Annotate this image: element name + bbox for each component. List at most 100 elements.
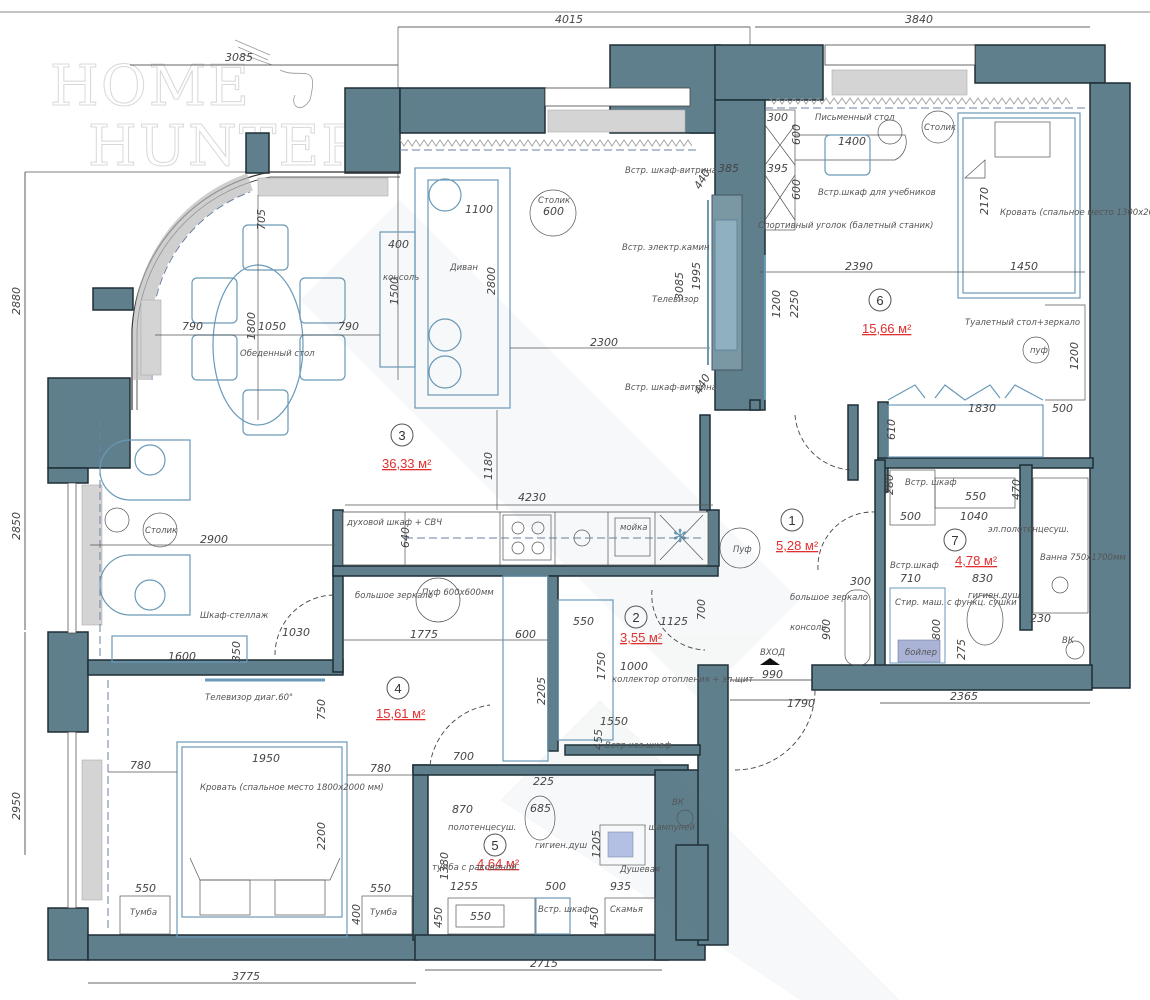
svg-text:450: 450 <box>432 907 445 928</box>
svg-text:15,66 м²: 15,66 м² <box>862 321 912 336</box>
svg-text:Встр. шкаф-витрина: Встр. шкаф-витрина <box>625 166 717 176</box>
svg-text:коллектор отопления + эл.щит: коллектор отопления + эл.щит <box>612 675 754 685</box>
svg-text:бойлер: бойлер <box>905 648 937 658</box>
svg-text:ВК: ВК <box>1062 636 1075 646</box>
svg-text:500: 500 <box>545 880 566 893</box>
coffee-table <box>529 189 577 237</box>
shelf-cabinet <box>111 635 248 663</box>
svg-text:Душевая: Душевая <box>619 865 660 875</box>
svg-text:550: 550 <box>965 490 986 503</box>
svg-text:1450: 1450 <box>1010 260 1038 273</box>
nightstand-right <box>361 895 413 935</box>
svg-text:790: 790 <box>182 320 203 333</box>
svg-text:900: 900 <box>820 619 833 640</box>
svg-text:Столик: Столик <box>924 123 957 133</box>
svg-text:1000: 1000 <box>620 660 648 673</box>
room-2-storage: 550 1750 2 3,55 м² 1125 700 1000 коллект… <box>557 589 754 751</box>
svg-text:Встр.шкаф для учебников: Встр.шкаф для учебников <box>818 188 936 198</box>
svg-text:5,28 м²: 5,28 м² <box>776 538 819 553</box>
svg-text:5: 5 <box>491 838 498 853</box>
windows <box>67 44 1085 930</box>
svg-text:Пуф 600x600мм: Пуф 600x600мм <box>422 588 494 598</box>
svg-text:Встр.хоз.шкаф: Встр.хоз.шкаф <box>605 741 671 751</box>
svg-text:400: 400 <box>388 238 409 251</box>
svg-text:780: 780 <box>370 762 391 775</box>
svg-text:Диван: Диван <box>449 263 478 273</box>
nightstand-left <box>119 895 171 935</box>
svg-text:Стир. маш. с функц. сушки: Стир. маш. с функц. сушки <box>895 598 1017 608</box>
svg-text:2390: 2390 <box>845 260 873 273</box>
wardrobe-4 <box>502 575 549 762</box>
svg-text:300: 300 <box>767 111 788 124</box>
svg-text:1400: 1400 <box>838 135 866 148</box>
svg-text:Телевизор диаг.60": Телевизор диаг.60" <box>205 693 293 703</box>
chair <box>191 334 238 381</box>
svg-text:935: 935 <box>610 880 631 893</box>
svg-text:4230: 4230 <box>518 491 546 504</box>
svg-text:Столик: Столик <box>145 526 178 536</box>
room-5-bathroom: 225 685 гигиен.душ 870 полотенцесуш. 138… <box>432 775 695 935</box>
svg-text:ВХОД: ВХОД <box>760 648 785 658</box>
svg-text:700: 700 <box>695 599 708 620</box>
svg-text:790: 790 <box>338 320 359 333</box>
svg-text:Туалетный стол+зеркало: Туалетный стол+зеркало <box>965 318 1080 328</box>
bathtub <box>1032 477 1089 614</box>
svg-text:Столик: Столик <box>538 196 571 206</box>
svg-text:Встр. шкаф: Встр. шкаф <box>538 905 590 915</box>
svg-text:800: 800 <box>930 619 943 640</box>
svg-text:2205: 2205 <box>535 677 548 705</box>
svg-text:395: 395 <box>767 162 788 175</box>
svg-text:1: 1 <box>788 513 795 528</box>
bottom-dimensions: 3775 2715 2365 990 1790 <box>88 668 1090 984</box>
svg-text:600: 600 <box>543 205 564 218</box>
sink <box>614 517 651 557</box>
svg-text:большое зеркало: большое зеркало <box>355 591 433 601</box>
bed-6 <box>957 112 1081 299</box>
svg-text:Письменный стол: Письменный стол <box>815 113 895 123</box>
svg-text:полотенцесуш.: полотенцесуш. <box>448 823 516 833</box>
svg-text:2300: 2300 <box>590 336 618 349</box>
walls <box>47 44 1131 961</box>
svg-text:705: 705 <box>255 209 268 230</box>
svg-text:1550: 1550 <box>600 715 628 728</box>
svg-text:Кровать (спальное место 1300x2: Кровать (спальное место 1300x2000 мм) <box>1000 208 1150 218</box>
svg-text:гигиен.душ: гигиен.душ <box>968 591 1020 601</box>
chair <box>242 389 289 436</box>
svg-text:550: 550 <box>370 882 391 895</box>
svg-text:HUNTER: HUNTER <box>88 114 365 179</box>
pouf-4 <box>415 577 461 623</box>
svg-text:Спортивный уголок (балетный ст: Спортивный уголок (балетный станик) <box>758 221 933 231</box>
sink-5 <box>455 904 505 928</box>
room-6-bedroom: 300 600 395 600 Письменный стол 1400 Сто… <box>758 109 1150 471</box>
svg-text:консоль: консоль <box>790 623 826 633</box>
bath-sink <box>934 477 1016 509</box>
svg-text:2365: 2365 <box>950 690 978 703</box>
svg-text:1255: 1255 <box>450 880 478 893</box>
toilet <box>966 594 1004 646</box>
room-7-bathroom: 280 Встр. шкаф 550 470 500 1040 эл.полот… <box>883 469 1126 664</box>
toilet-5 <box>524 795 556 841</box>
svg-text:455: 455 <box>592 729 605 750</box>
svg-text:полки для шампуней: полки для шампуней <box>600 823 695 833</box>
svg-text:2250: 2250 <box>788 290 801 318</box>
svg-text:1050: 1050 <box>258 320 286 333</box>
svg-text:4: 4 <box>394 681 401 696</box>
desk-chair <box>824 134 871 176</box>
sofa <box>414 167 511 409</box>
svg-text:Скамья: Скамья <box>610 905 643 915</box>
svg-text:гигиен.душ: гигиен.душ <box>535 841 587 851</box>
svg-text:эл.полотенцесуш.: эл.полотенцесуш. <box>988 525 1069 535</box>
svg-text:470: 470 <box>1010 479 1023 500</box>
svg-text:пуф: пуф <box>1030 346 1048 356</box>
svg-text:750: 750 <box>315 699 328 720</box>
svg-text:350: 350 <box>230 641 243 662</box>
svg-text:2950: 2950 <box>10 792 23 820</box>
svg-text:7: 7 <box>951 533 958 548</box>
svg-text:Шкаф-стеллаж: Шкаф-стеллаж <box>200 611 269 621</box>
svg-text:Встр. шкаф: Встр. шкаф <box>905 478 957 488</box>
boiler <box>897 639 941 663</box>
svg-text:1200: 1200 <box>1068 342 1081 370</box>
svg-text:1750: 1750 <box>595 652 608 680</box>
svg-text:6: 6 <box>876 293 883 308</box>
svg-text:3,55 м²: 3,55 м² <box>620 630 663 645</box>
